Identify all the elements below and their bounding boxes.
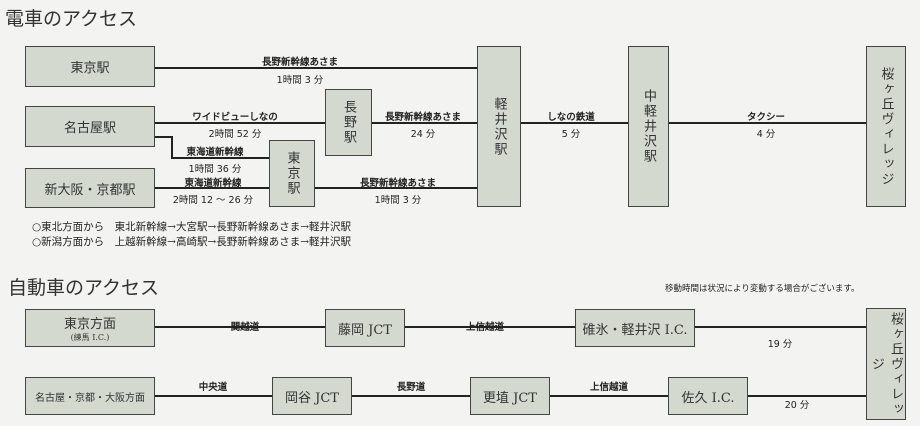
route-time: 2時間 12 〜 26 分 <box>172 195 254 206</box>
road-label: 上信越道 <box>465 322 505 333</box>
route-line <box>155 122 325 124</box>
route-line <box>315 187 477 189</box>
route-line <box>372 122 477 124</box>
route-label: 長野新幹線あさま <box>261 57 339 68</box>
route-line <box>521 122 628 124</box>
ic-saku: 佐久 I.C. <box>668 377 748 415</box>
destination-sakuragaoka-village: 桜ヶ丘ヴィレッジ <box>866 46 906 207</box>
route-label: タクシー <box>746 112 786 123</box>
route-line <box>155 67 477 69</box>
route-line <box>155 136 173 138</box>
road-label: 上信越道 <box>589 382 629 393</box>
destination-sakuragaoka-village-car: 桜ヶ丘ヴィレッジ <box>866 308 906 420</box>
route-time: 1時間 3 分 <box>276 75 324 86</box>
time-notice: 移動時間は状況により変動する場合がございます。 <box>665 284 860 294</box>
route-label: 長野新幹線あさま <box>359 178 437 189</box>
route-label: 長野新幹線あさま <box>384 112 462 123</box>
origin-tokyo-label: 東京方面 <box>63 317 116 332</box>
route-time: 2時間 52 分 <box>208 129 262 140</box>
station-shin-osaka-kyoto: 新大阪・京都駅 <box>25 168 155 208</box>
route-label: 東海道新幹線 <box>186 147 244 158</box>
route-line <box>155 187 269 189</box>
note-tohoku: ○東北方面から 東北新幹線→大宮駅→長野新幹線あさま→軽井沢駅 <box>32 221 352 233</box>
station-naka-karuizawa: 中軽井沢駅 <box>628 46 669 207</box>
route-label: 東海道新幹線 <box>184 178 242 189</box>
jct-koshoku: 更埴 JCT <box>470 377 550 415</box>
route-line <box>171 157 269 159</box>
car-section-title: 自動車のアクセス <box>8 277 160 299</box>
route-time: 5 分 <box>561 129 581 140</box>
ic-usui-karuizawa: 碓氷・軽井沢 I.C. <box>575 309 695 347</box>
road-label: 関越道 <box>230 322 260 333</box>
road-label: 中央道 <box>198 382 228 393</box>
origin-nagoya-kyoto-osaka: 名古屋・京都・大阪方面 <box>25 377 155 415</box>
road-label: 長野道 <box>396 382 426 393</box>
station-nagano: 長野駅 <box>325 89 372 156</box>
route-time: 4 分 <box>756 129 776 140</box>
route-label: ワイドビューしなの <box>192 112 278 123</box>
route-label: しなの鉄道 <box>547 112 595 123</box>
origin-tokyo-sub: (練馬 I.C.) <box>70 333 110 342</box>
route-line <box>171 136 173 159</box>
route-line <box>155 326 866 328</box>
jct-okaya: 岡谷 JCT <box>272 377 352 415</box>
train-section-title: 電車のアクセス <box>5 8 138 30</box>
station-nagoya: 名古屋駅 <box>25 106 155 147</box>
station-karuizawa: 軽井沢駅 <box>477 46 521 207</box>
route-time: 1時間 3 分 <box>374 195 422 206</box>
route-time: 24 分 <box>410 129 436 140</box>
station-tokyo-transfer: 東京駅 <box>269 140 315 207</box>
road-time: 19 分 <box>767 339 793 350</box>
origin-tokyo: 東京方面 (練馬 I.C.) <box>25 309 155 347</box>
station-tokyo: 東京駅 <box>25 46 155 87</box>
road-time: 20 分 <box>784 400 810 411</box>
note-niigata: ○新潟方面から 上越新幹線→高崎駅→長野新幹線あさま→軽井沢駅 <box>32 236 352 248</box>
route-time: 1時間 36 分 <box>188 164 242 175</box>
route-line <box>669 122 866 124</box>
jct-fujioka: 藤岡 JCT <box>325 309 405 347</box>
